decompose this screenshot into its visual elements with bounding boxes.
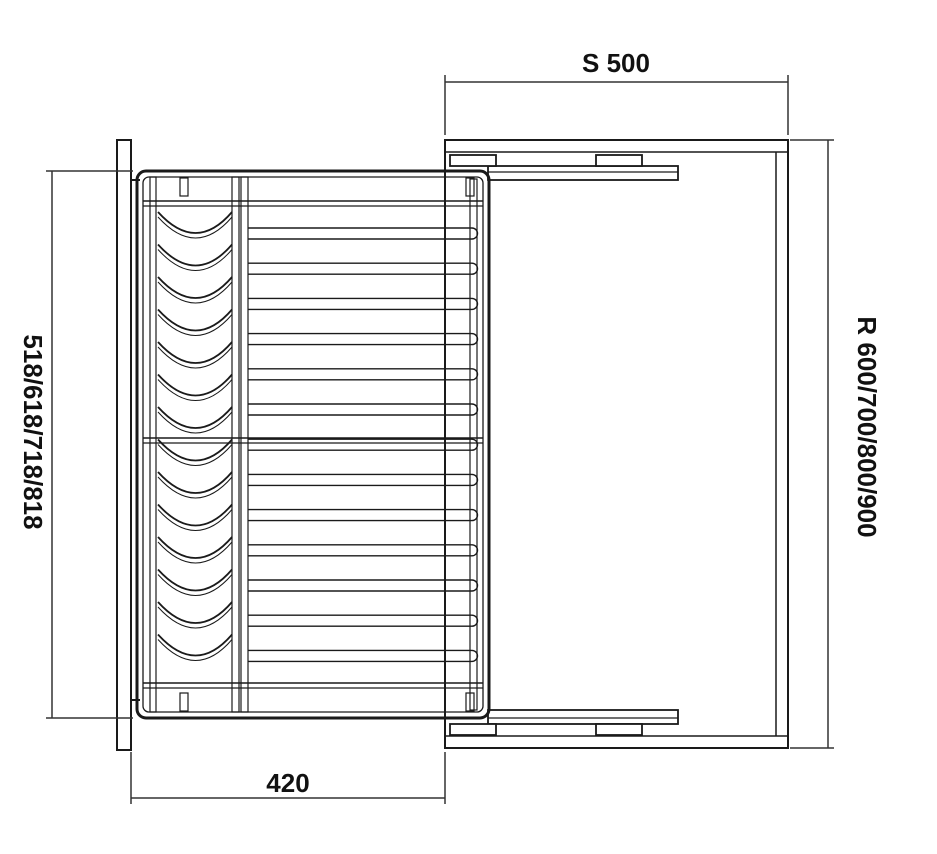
plate-cradle — [157, 341, 233, 364]
clip-top — [179, 177, 189, 197]
plate-cradle-inner — [157, 639, 233, 661]
bottom-rail-bracket-right — [595, 723, 643, 736]
dimension-top-label: S 500 — [582, 48, 650, 78]
left-post — [149, 176, 157, 713]
dimension-left-label: 518/618/718/818 — [18, 334, 48, 529]
basket-wire — [248, 438, 479, 451]
plate-cradle-inner — [157, 411, 233, 434]
divider-post — [231, 176, 240, 713]
basket-wire — [248, 579, 479, 592]
top-rail-bar — [487, 165, 679, 181]
bottom-rail-bar — [487, 709, 679, 725]
runner-frame-outline — [444, 139, 789, 749]
plate-cradle-inner — [157, 346, 233, 369]
clip-top — [465, 177, 475, 197]
top-rail-bracket-right — [595, 154, 643, 167]
dimension-bottom — [130, 752, 446, 804]
plate-cradle — [157, 438, 233, 462]
plate-cradle — [157, 568, 233, 592]
plate-cradle-inner — [157, 476, 233, 499]
plate-cradle — [157, 471, 233, 494]
plate-cradle — [157, 373, 233, 397]
plate-cradle-inner — [157, 281, 233, 304]
basket-outer-frame — [135, 169, 491, 720]
plate-cradles — [157, 211, 233, 661]
plate-cradle — [157, 536, 233, 559]
dimension-bottom-label: 420 — [266, 768, 309, 798]
plate-cradle-inner — [157, 444, 233, 466]
dimension-right-label: R 600/700/800/900 — [852, 316, 882, 537]
basket-wire — [248, 297, 479, 311]
bottom-slide-rail — [449, 709, 679, 736]
plate-cradle-inner — [157, 216, 233, 239]
plate-cradle-inner — [157, 541, 233, 564]
basket-wire — [248, 227, 479, 240]
plate-cradle — [157, 633, 233, 657]
front-panel — [116, 139, 132, 751]
basket — [135, 169, 491, 720]
bottom-rail-bracket-left — [449, 723, 497, 736]
divider-post — [240, 176, 249, 713]
basket-wire — [248, 508, 479, 522]
dimension-right — [790, 139, 834, 749]
basket-wire — [248, 649, 479, 663]
clip-bottom — [179, 692, 189, 712]
basket-wire — [248, 403, 479, 416]
basket-wire — [248, 262, 479, 275]
runner-frame — [444, 139, 789, 749]
basket-inner-frame — [142, 176, 484, 713]
top-slide-rail — [449, 154, 679, 181]
plate-cradle — [157, 503, 233, 527]
basket-wires — [248, 227, 479, 663]
basket-wire — [248, 332, 479, 346]
plate-cradle — [157, 211, 233, 234]
basket-wire — [248, 544, 479, 557]
plate-cradle-inner — [157, 509, 233, 531]
plate-cradle — [157, 308, 233, 332]
plate-cradle-inner — [157, 314, 233, 336]
clip-bottom — [465, 692, 475, 712]
plate-cradle-inner — [157, 606, 233, 629]
basket-wire — [248, 368, 479, 381]
top-rail-bracket-left — [449, 154, 497, 167]
dimension-left — [46, 170, 133, 719]
basket-wire — [248, 473, 479, 487]
plate-cradle — [157, 276, 233, 299]
basket-wire — [248, 614, 479, 627]
plate-cradle-inner — [157, 574, 233, 596]
plate-cradle-inner — [157, 379, 233, 401]
plate-cradle — [157, 243, 233, 267]
plate-cradle — [157, 406, 233, 429]
plate-cradle — [157, 601, 233, 624]
plate-cradle-inner — [157, 249, 233, 271]
dimension-top — [444, 75, 789, 135]
